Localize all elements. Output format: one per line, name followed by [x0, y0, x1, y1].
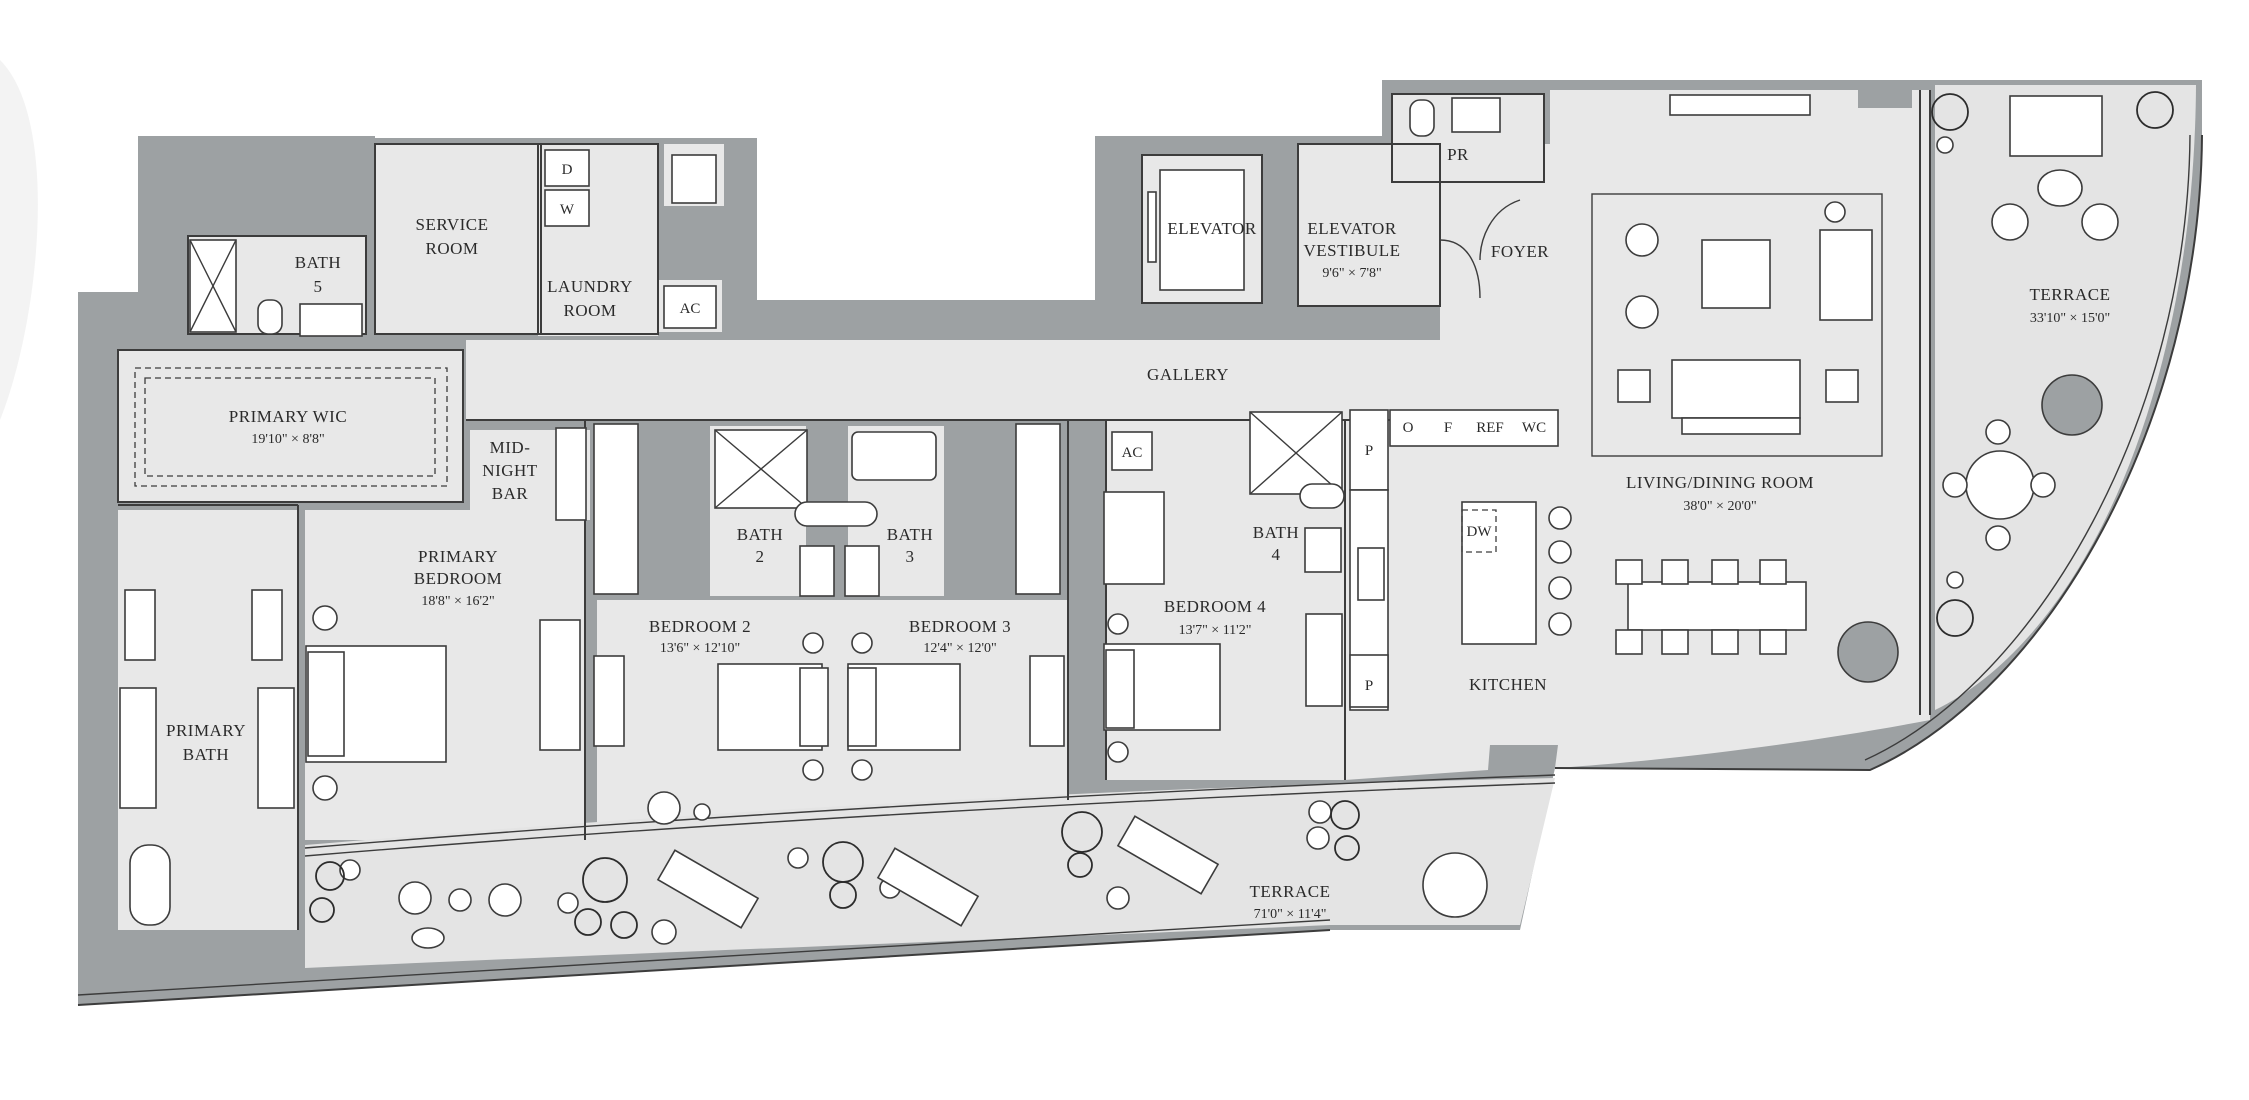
primary-wic-dim: 19'10" × 8'8": [251, 432, 324, 447]
primary-bedroom-label-2: BEDROOM: [414, 569, 503, 588]
bedroom3-label: BEDROOM 3: [909, 617, 1011, 636]
midnight-bar-label-2: NIGHT: [482, 461, 537, 480]
dryer-label: D: [562, 162, 573, 178]
living-dining-label: LIVING/DINING ROOM: [1626, 473, 1814, 492]
primary-bedroom-dim: 18'8" × 16'2": [421, 594, 494, 609]
terrace-south-dim: 71'0" × 11'4": [1254, 907, 1327, 922]
terrace-east-label: TERRACE: [2030, 285, 2111, 304]
bath5-label: BATH: [295, 253, 341, 272]
beds: [305, 605, 1221, 801]
terrace-east-dim: 33'10" × 15'0": [2030, 311, 2110, 326]
bath3-number: 3: [906, 547, 915, 566]
elevator-vestibule-label-2: VESTIBULE: [1303, 241, 1400, 260]
service-room-label-1: SERVICE: [416, 215, 489, 234]
elevator-vestibule-label-1: ELEVATOR: [1307, 219, 1396, 238]
gallery-label: GALLERY: [1147, 365, 1229, 384]
laundry-room-label-1: LAUNDRY: [547, 277, 633, 296]
primary-wic-label: PRIMARY WIC: [229, 407, 347, 426]
bedroom3-dim: 12'4" × 12'0": [923, 641, 996, 656]
terrace-south-label: TERRACE: [1250, 882, 1331, 901]
bath5-number: 5: [314, 277, 323, 296]
ac-hall-label: AC: [1122, 445, 1143, 461]
elevator-label: ELEVATOR: [1167, 219, 1256, 238]
midnight-bar-label-3: BAR: [492, 484, 529, 503]
fixtures: [119, 94, 1811, 926]
living-dining-dim: 38'0" × 20'0": [1683, 499, 1756, 514]
living-furniture: [1591, 193, 1899, 683]
terrace-furniture: [309, 91, 2174, 949]
primary-bath-label-1: PRIMARY: [166, 721, 246, 740]
bath4-label: BATH: [1253, 523, 1299, 542]
elevator-vestibule-dim: 9'6" × 7'8": [1322, 266, 1381, 281]
appliance-wc-label: WC: [1522, 420, 1546, 436]
bath3-label: BATH: [887, 525, 933, 544]
bedroom4-label: BEDROOM 4: [1164, 597, 1266, 616]
bedroom2-dim: 13'6" × 12'10": [660, 641, 740, 656]
pantry-top-label: P: [1365, 443, 1373, 459]
appliance-freezer-label: F: [1444, 420, 1452, 436]
bath2-number: 2: [756, 547, 765, 566]
kitchen-label: KITCHEN: [1469, 675, 1547, 694]
appliance-oven-label: O: [1403, 420, 1414, 436]
bath2-label: BATH: [737, 525, 783, 544]
bedroom4-dim: 13'7" × 11'2": [1179, 623, 1252, 638]
room-labels: BATH 5 SERVICE ROOM D W LAUNDRY ROOM AC …: [166, 145, 2110, 922]
washer-label: W: [560, 202, 575, 218]
foyer-label: FOYER: [1491, 242, 1549, 261]
ac-laundry-label: AC: [680, 301, 701, 317]
pantry-bottom-label: P: [1365, 678, 1373, 694]
laundry-room-label-2: ROOM: [563, 301, 616, 320]
service-room-label-2: ROOM: [425, 239, 478, 258]
powder-room-label: PR: [1447, 145, 1469, 164]
primary-bedroom-label-1: PRIMARY: [418, 547, 498, 566]
primary-bath-label-2: BATH: [183, 745, 229, 764]
bedroom2-label: BEDROOM 2: [649, 617, 751, 636]
dishwasher-label: DW: [1467, 524, 1493, 540]
midnight-bar-label-1: MID-: [490, 438, 531, 457]
appliance-ref-label: REF: [1476, 420, 1504, 436]
bath4-number: 4: [1272, 545, 1281, 564]
background-leaf-shape: [0, 60, 38, 420]
